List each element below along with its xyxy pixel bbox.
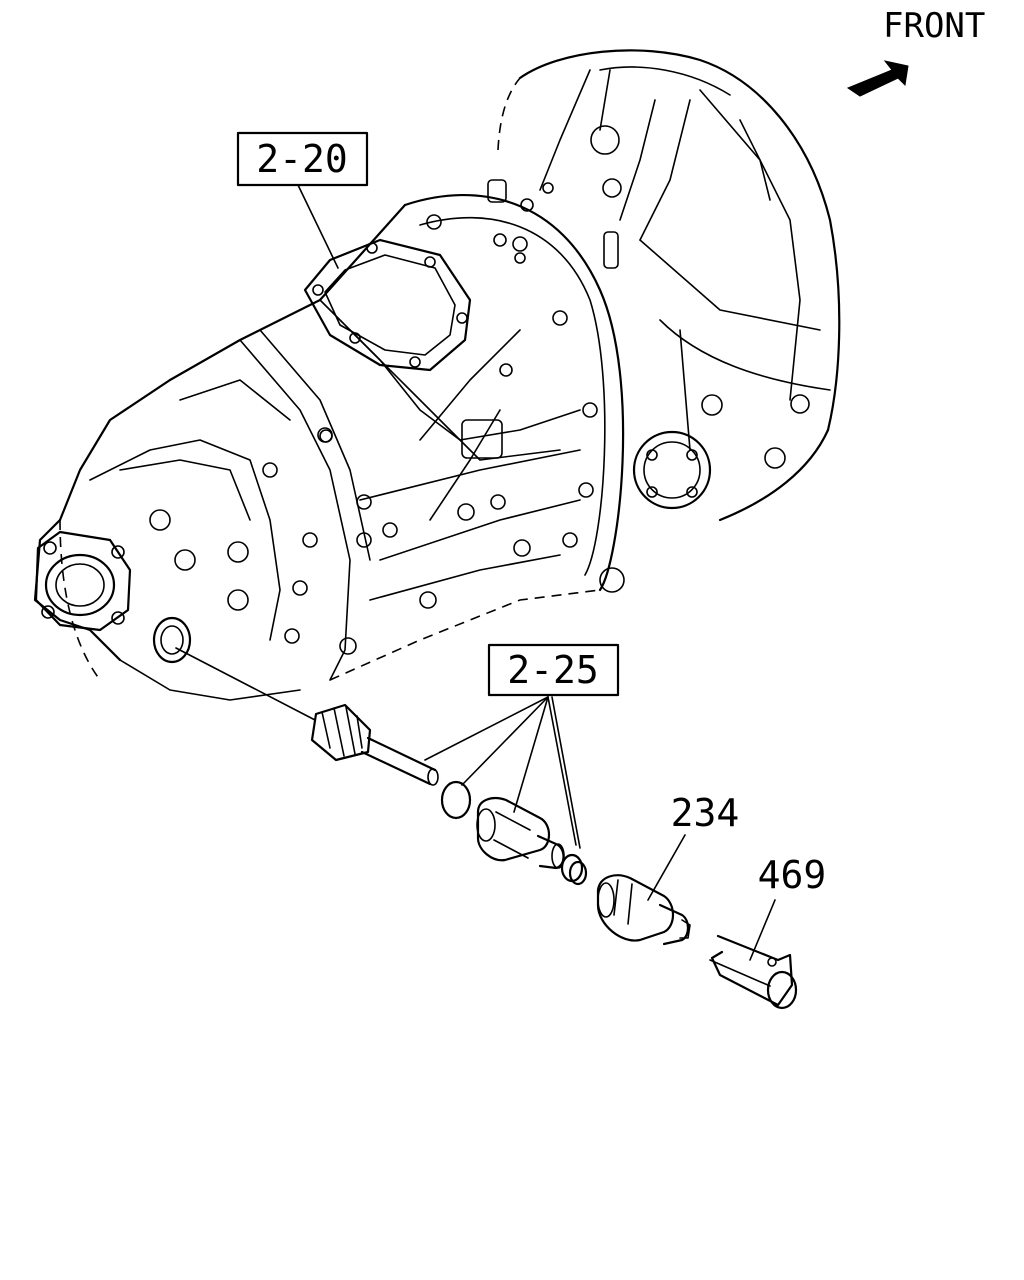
pto-cover (632, 430, 712, 510)
driven-gear (310, 703, 439, 786)
arrow-right-icon (846, 60, 909, 97)
part-number-469: 469 (758, 853, 827, 897)
top-cover (303, 238, 472, 372)
callout-speedo-set: 2-25 (424, 643, 620, 849)
callout-bracket: 469 (749, 853, 827, 961)
part-number-234: 234 (671, 791, 740, 835)
callout-label-2-25: 2-25 (507, 648, 599, 692)
front-indicator: FRONT (846, 6, 985, 97)
callout-label-2-20: 2-20 (256, 137, 348, 181)
bracket (709, 934, 798, 1010)
callout-transmission: 2-20 (236, 131, 369, 269)
callout-sensor: 234 (647, 791, 740, 901)
output-flange (34, 530, 132, 632)
sleeve (476, 796, 565, 870)
o-ring (440, 780, 472, 820)
transmission-housing (33, 49, 841, 701)
bushing (560, 853, 588, 886)
front-label: FRONT (883, 6, 985, 46)
exploded-parts (175, 647, 798, 1010)
speed-sensor (596, 874, 691, 946)
